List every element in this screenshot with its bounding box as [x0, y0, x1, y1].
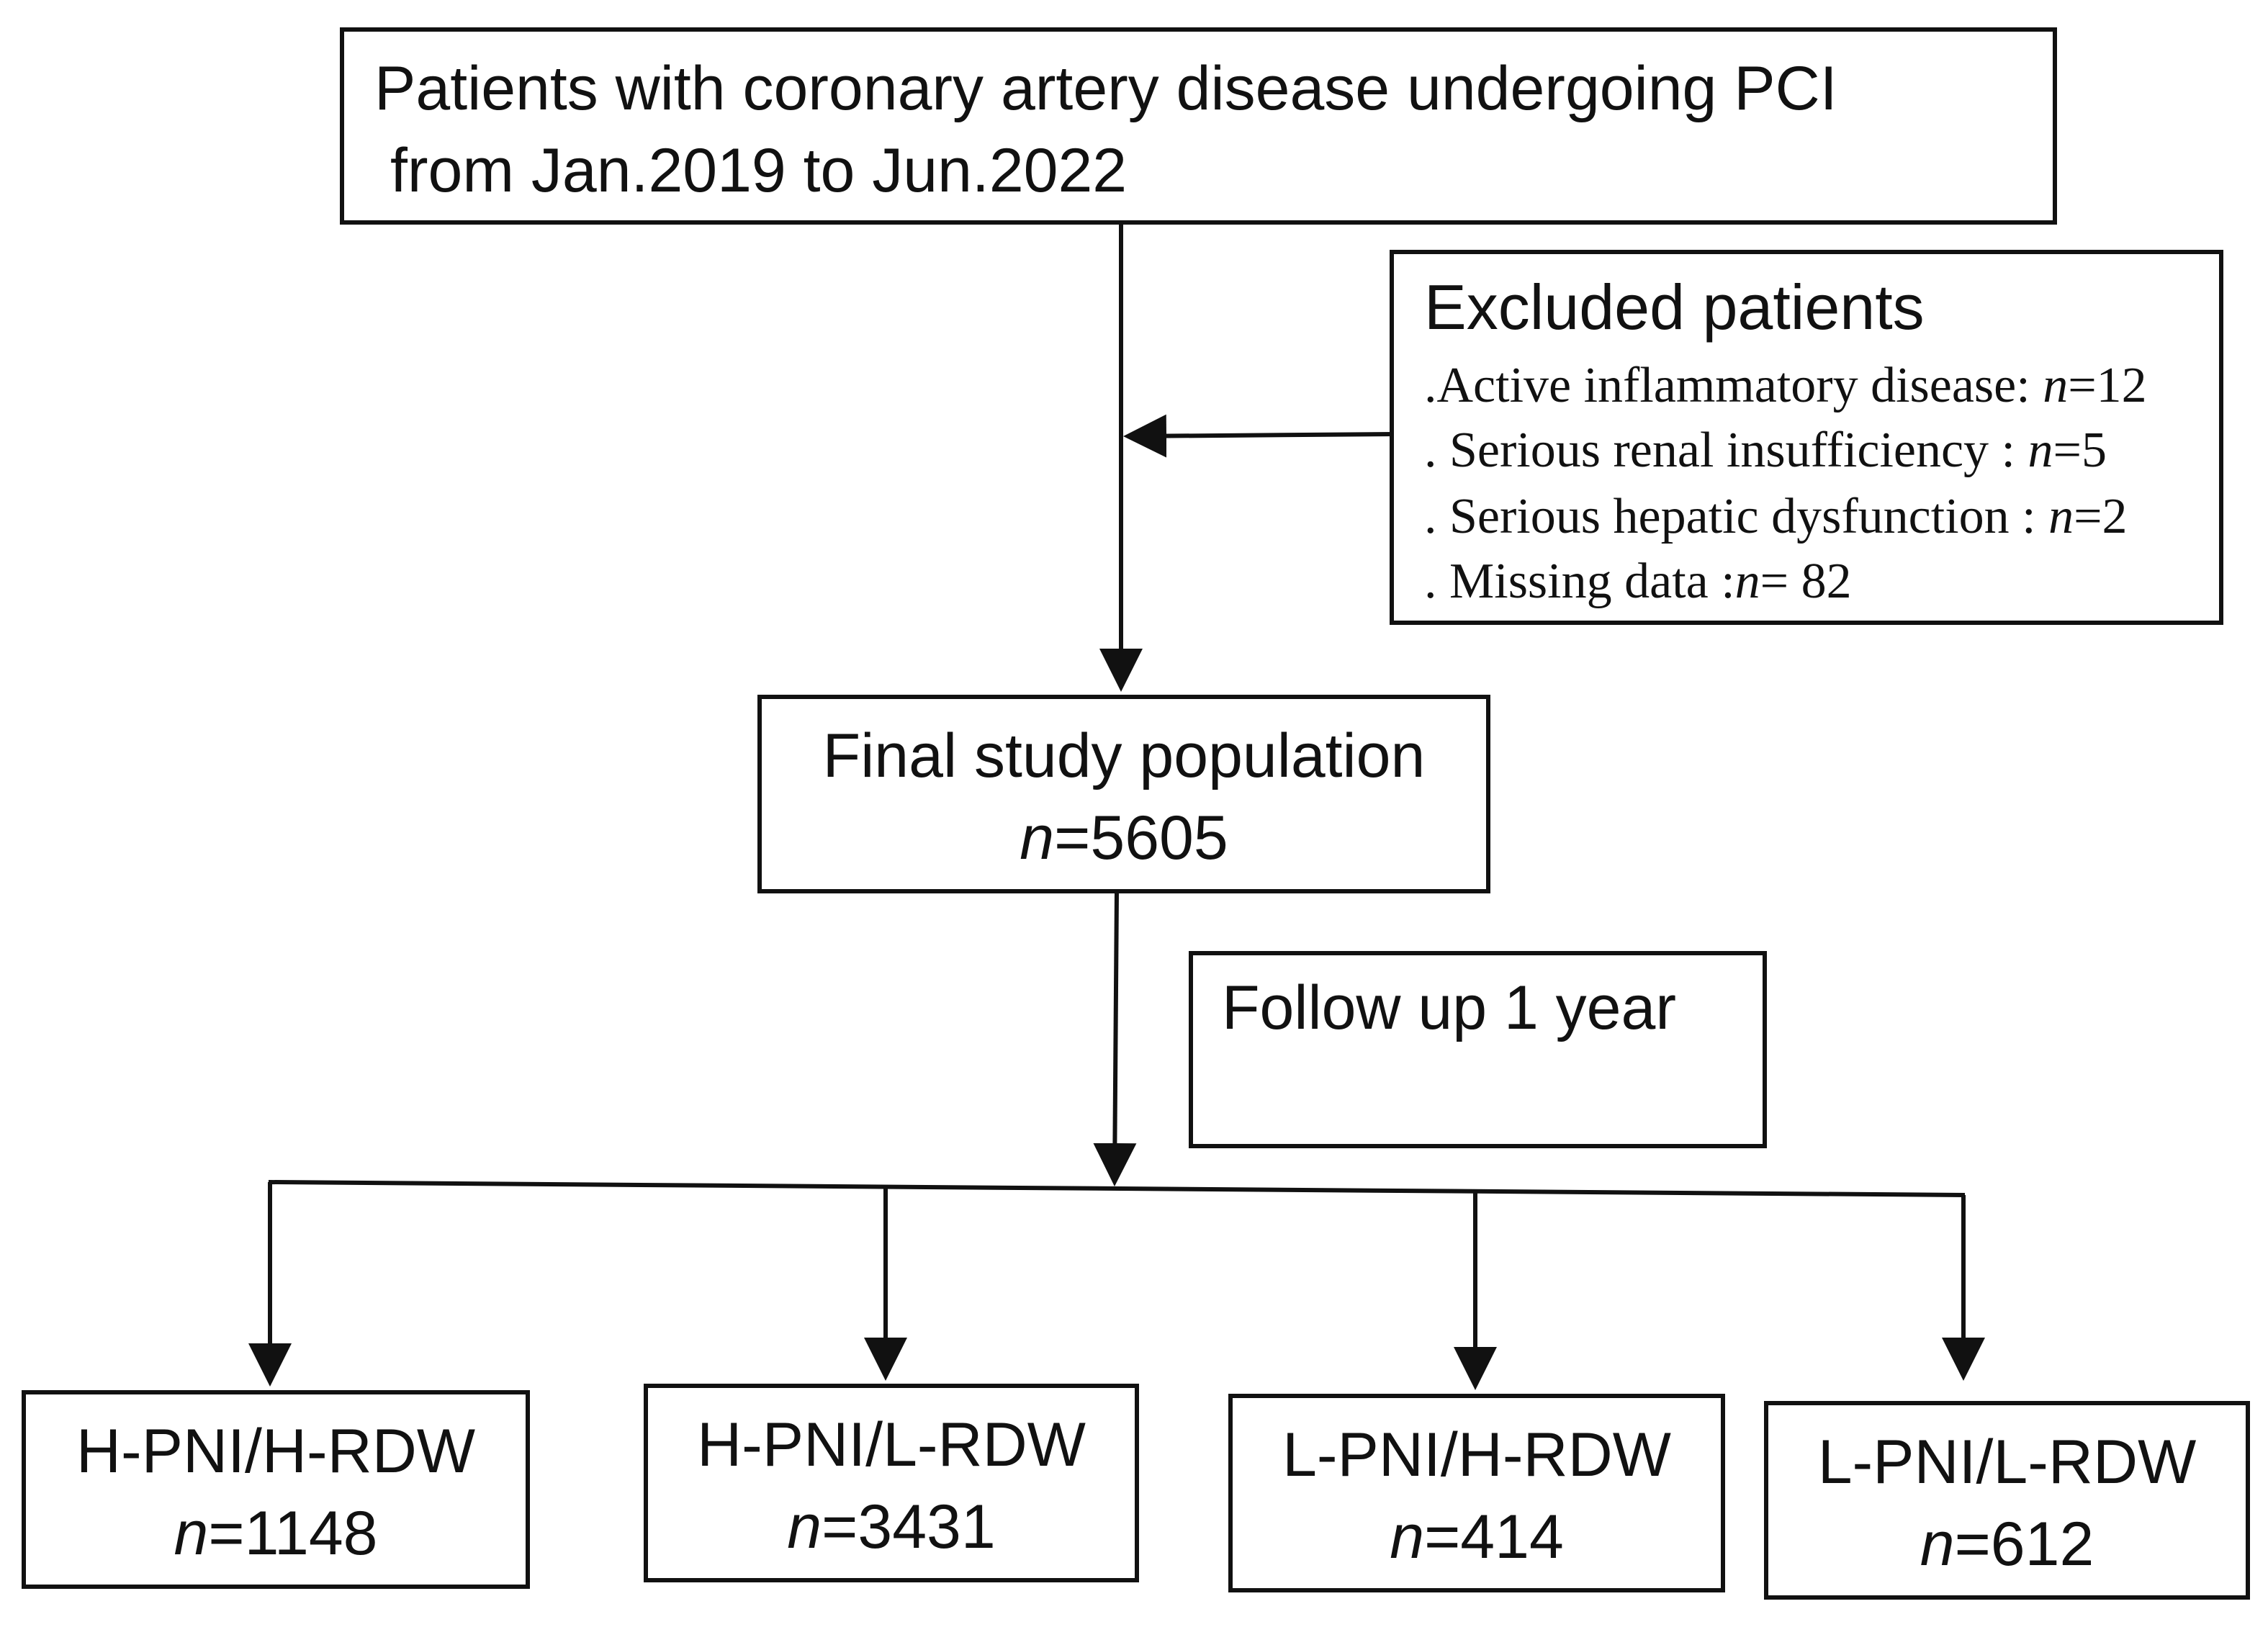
final-count: n=5605	[1020, 803, 1228, 873]
group-count: n=1148	[174, 1499, 378, 1568]
group-label: L-PNI/H-RDW	[1282, 1420, 1671, 1489]
final-title: Final study population	[822, 721, 1426, 790]
group-box-lpni-hrdw: L-PNI/H-RDW n=414	[1228, 1394, 1725, 1592]
follow-up-label: Follow up 1 year	[1222, 973, 1676, 1042]
excluded-item-hepatic: . Serious hepatic dysfunction : n=2	[1424, 489, 2128, 544]
group-count: n=612	[1920, 1510, 2094, 1579]
follow-up-box: Follow up 1 year	[1189, 951, 1767, 1148]
excluded-item-missing: . Missing data :n= 82	[1424, 554, 1852, 609]
source-line-2: from Jan.2019 to Jun.2022	[390, 136, 1128, 205]
group-count: n=3431	[787, 1492, 996, 1561]
group-label: H-PNI/H-RDW	[76, 1417, 476, 1486]
final-population-box: Final study population n=5605	[757, 695, 1490, 893]
source-population-box: Patients with coronary artery disease un…	[340, 27, 2057, 225]
group-label: H-PNI/L-RDW	[697, 1410, 1086, 1479]
excluded-item-renal: . Serious renal insufficiency : n=5	[1424, 423, 2107, 478]
group-box-lpni-lrdw: L-PNI/L-RDW n=612	[1764, 1401, 2250, 1600]
arrow-final-to-split	[1093, 891, 1137, 1186]
group-box-hpni-lrdw: H-PNI/L-RDW n=3431	[644, 1384, 1139, 1582]
source-line-1: Patients with coronary artery disease un…	[374, 54, 1837, 123]
arrow-exclusion	[1123, 414, 1395, 458]
excluded-item-inflammatory: .Active inflammatory disease: n=12	[1424, 358, 2147, 413]
excluded-patients-box: Excluded patients .Active inflammatory d…	[1390, 250, 2223, 625]
split-line	[268, 1180, 1966, 1197]
group-label: L-PNI/L-RDW	[1817, 1428, 2197, 1497]
excluded-title: Excluded patients	[1424, 271, 1925, 343]
group-box-hpni-hrdw: H-PNI/H-RDW n=1148	[22, 1390, 530, 1589]
group-count: n=414	[1390, 1502, 1564, 1572]
